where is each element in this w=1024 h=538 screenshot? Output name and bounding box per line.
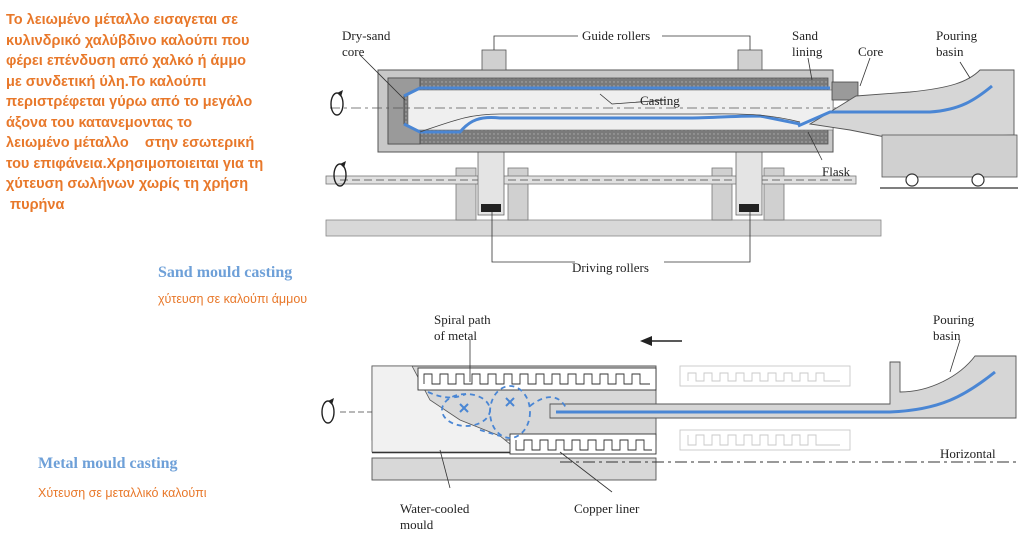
intro-line: του επιφάνεια.Χρησιμοποιειται για τη — [6, 155, 264, 172]
pouring-spout — [549, 355, 1017, 419]
pouring-basin — [808, 69, 1015, 141]
label-sand-lining: lining — [792, 44, 823, 59]
core — [831, 81, 859, 101]
mould-base — [371, 457, 657, 481]
sand-mould-title: Sand mould casting — [158, 264, 293, 281]
label-spiral-path: of metal — [434, 328, 477, 343]
metal-mould-diagram: Spiral path of metal Pouring basin Horiz… — [321, 312, 1017, 532]
drive-shaft — [325, 175, 857, 185]
label-guide-rollers: Guide rollers — [582, 28, 650, 43]
intro-line: με συνδετική ύλη.Το καλούπι — [6, 73, 207, 90]
base-plate — [325, 219, 882, 237]
intro-line: χύτευση σωλήνων χωρίς τη χρήση — [6, 176, 249, 192]
rotation-arrow-icon — [330, 90, 344, 116]
label-pouring-basin: basin — [936, 44, 964, 59]
label-pouring-basin: basin — [933, 328, 961, 343]
driving-roller — [477, 144, 505, 216]
label-casting: Casting — [640, 93, 680, 108]
driving-roller — [735, 144, 763, 216]
metal-mould-title: Metal mould casting — [38, 455, 178, 472]
driving-roller-tread — [739, 204, 759, 212]
copper-liner-top — [417, 367, 657, 391]
label-spiral-path: Spiral path — [434, 312, 491, 327]
spiral-cross-marks — [459, 397, 515, 413]
intro-line: Το λειωμένο μέταλλο εισαγεται σε — [6, 12, 239, 28]
guide-roller — [481, 49, 507, 71]
guide-roller — [737, 49, 763, 71]
label-dry-sand-core: Dry-sand — [342, 28, 391, 43]
label-dry-sand-core: core — [342, 44, 365, 59]
intro-line: πυρήνα — [6, 196, 65, 213]
molten-metal-stream — [797, 84, 993, 128]
casting-top — [403, 86, 830, 98]
label-core: Core — [858, 44, 884, 59]
metal-mould-title-greek: Χύτευση σε μεταλλικό καλούπι — [38, 486, 207, 500]
copper-liner-bottom — [509, 433, 657, 455]
intro-line: άξονα του κατανεμοντας το — [6, 114, 193, 131]
cart-wheel — [905, 173, 919, 187]
cart-wheel — [971, 173, 985, 187]
intro-text: Το λειωμένο μέταλλο εισαγεται σε κυλινδρ… — [6, 10, 316, 215]
label-water-cooled-mould: Water-cooled — [400, 501, 470, 516]
molten-metal-stream — [556, 370, 996, 414]
intro-line: φέρει επένδυση από χαλκό ή άμμο — [6, 53, 247, 69]
ghost-liner — [679, 365, 851, 451]
label-sand-lining: Sand — [792, 28, 819, 43]
casting-bottom — [403, 114, 801, 134]
intro-line: περιστρέφεται γύρω από το μεγάλο — [6, 94, 253, 110]
intro-line: κυλινδρικό χαλύβδινο καλούπι που — [6, 32, 250, 49]
sand-mould-title-greek: χύτευση σε καλούπι άμμου — [158, 292, 308, 306]
driving-roller-tread — [481, 204, 501, 212]
intro-line: λειωμένο μέταλλο στην εσωτερική — [6, 135, 255, 151]
sand-mould-diagram: Dry-sand core Guide rollers Sand lining … — [325, 28, 1018, 275]
label-pouring-basin: Pouring — [936, 28, 978, 43]
direction-arrow-icon — [640, 336, 682, 346]
rotation-arrow-icon — [321, 398, 335, 424]
cart — [881, 134, 1018, 178]
mould-bore — [407, 89, 834, 131]
label-water-cooled-mould: mould — [400, 517, 434, 532]
spiral-path — [427, 385, 567, 439]
label-horizontal: Horizontal — [940, 446, 996, 461]
label-flask: Flask — [822, 164, 851, 179]
label-copper-liner: Copper liner — [574, 501, 640, 516]
label-driving-rollers: Driving rollers — [572, 260, 649, 275]
rotation-arrow-icon — [333, 161, 347, 187]
label-pouring-basin: Pouring — [933, 312, 975, 327]
